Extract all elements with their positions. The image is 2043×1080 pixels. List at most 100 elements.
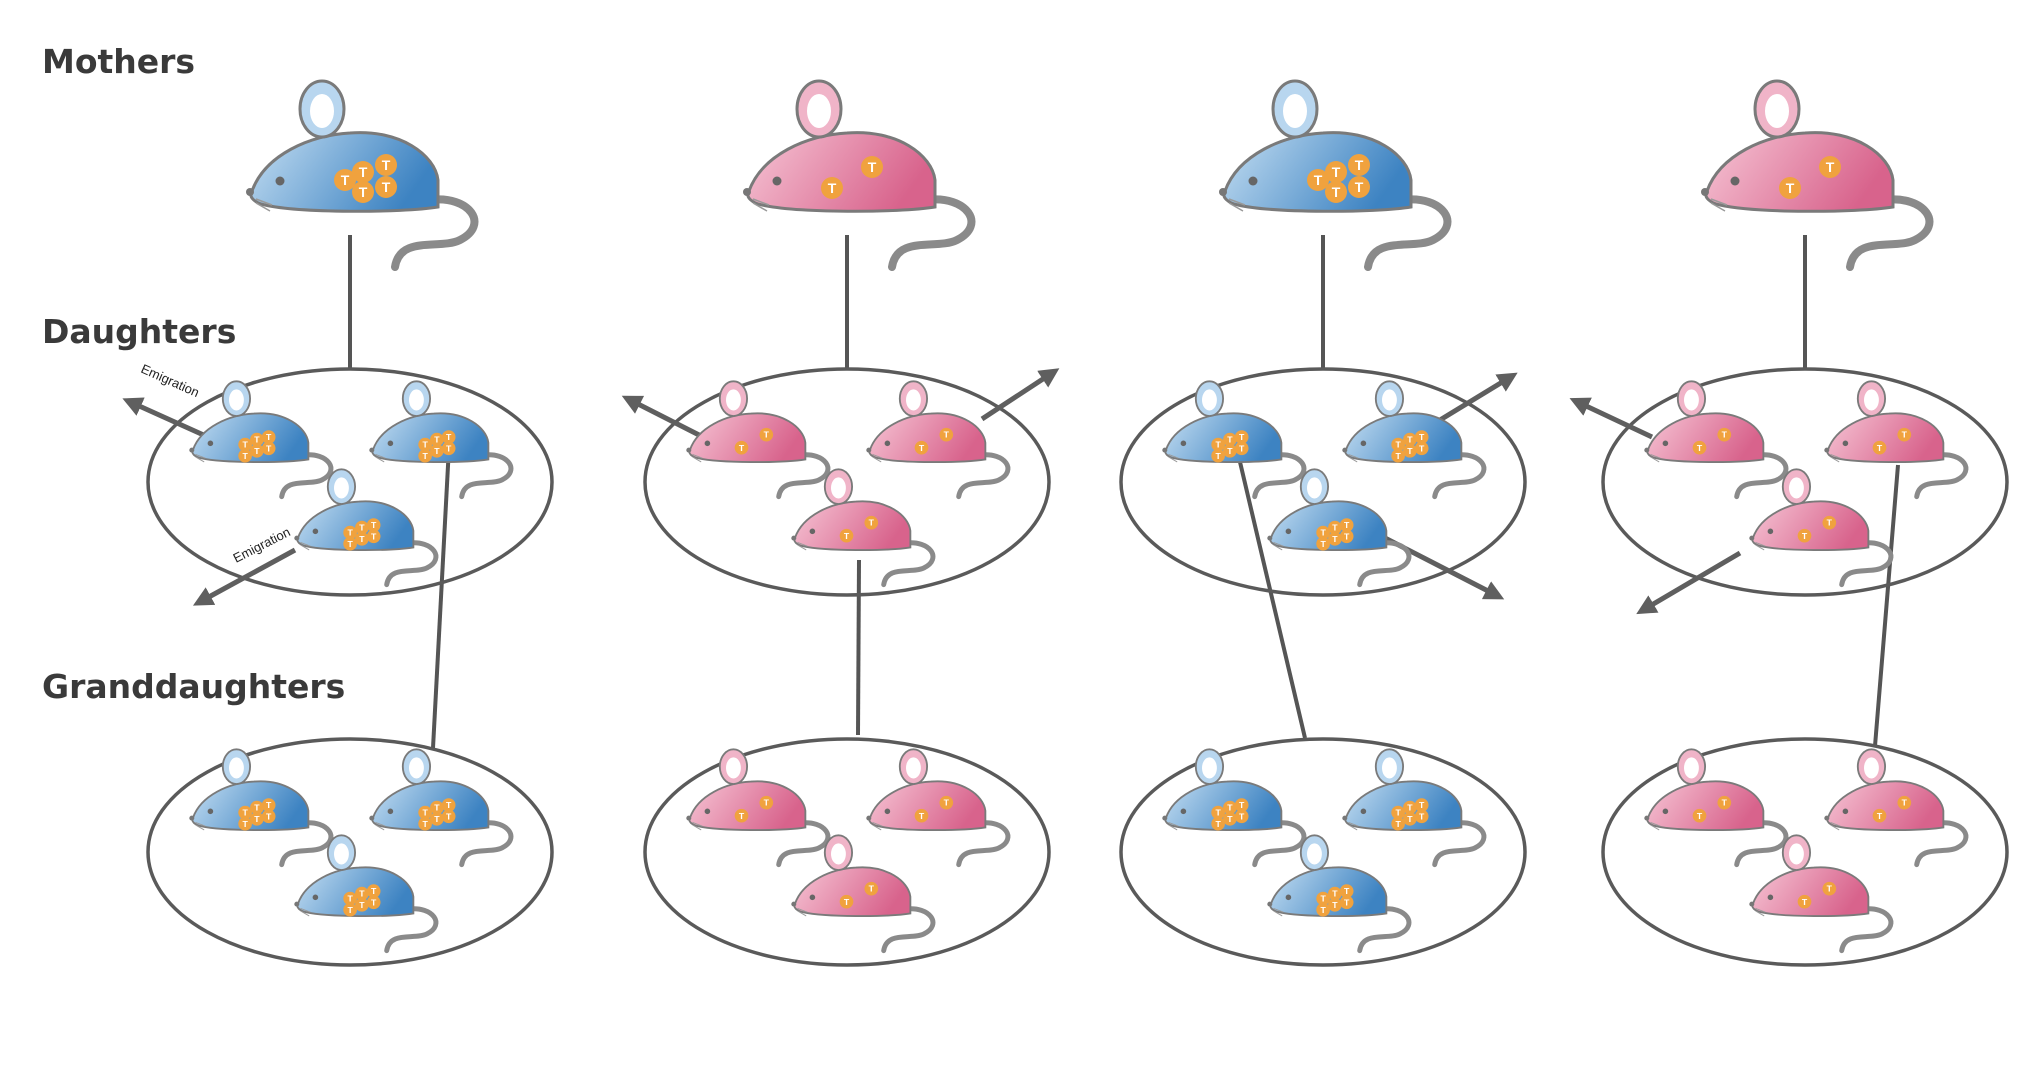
badge-t: T (1391, 805, 1405, 820)
svg-text:T: T (242, 440, 248, 450)
badge-t: T (1339, 529, 1354, 544)
badge-t: T (343, 902, 357, 917)
svg-text:T: T (359, 889, 365, 899)
mouse-nose (294, 901, 300, 907)
emigration-label: Emigration (231, 524, 293, 566)
svg-text:T: T (382, 157, 391, 173)
badge-t: T (914, 808, 929, 823)
svg-text:T: T (1826, 159, 1835, 175)
mouse-nose (1644, 447, 1650, 453)
mouse-ear-inner (1382, 757, 1397, 779)
badge-t: T (343, 536, 357, 551)
mouse-nose (1824, 815, 1830, 821)
svg-text:T: T (1407, 803, 1413, 813)
badge-t: T (1822, 881, 1837, 896)
mouse-nose (189, 447, 195, 453)
mouse-ear-inner (229, 389, 244, 411)
badge-t: T (1897, 795, 1912, 810)
tail (1252, 452, 1307, 500)
mouse-ear-inner (807, 94, 831, 128)
mouse-ear-inner (409, 757, 424, 779)
badge-t: T (839, 528, 854, 543)
svg-text:T: T (1320, 905, 1326, 915)
daughters-group (1119, 367, 1527, 597)
svg-text:T: T (1419, 432, 1425, 442)
svg-text:T: T (944, 798, 950, 808)
svg-text:T: T (1419, 800, 1425, 810)
badge-t: T (261, 798, 276, 812)
mouse-nose (246, 188, 254, 196)
badge-t: T (430, 443, 444, 458)
mouse-body (746, 131, 937, 213)
svg-text:T: T (1419, 811, 1425, 821)
badge-t: T (1234, 809, 1249, 824)
tail (1734, 452, 1789, 500)
mouse-eye (387, 440, 394, 447)
badge-t: T (1692, 808, 1707, 823)
badge-t: T (1872, 440, 1887, 455)
mouse-nose (1162, 815, 1168, 821)
mouse-body (1826, 412, 1945, 464)
svg-text:T: T (371, 531, 377, 541)
daughter-mouse: TT (1644, 380, 1789, 500)
svg-text:T: T (1827, 518, 1833, 528)
badge-t: T (250, 443, 264, 458)
svg-text:T: T (266, 811, 272, 821)
svg-text:T: T (1215, 451, 1221, 461)
whiskers (692, 454, 703, 463)
badge-t: T (238, 805, 252, 820)
svg-text:T: T (1320, 894, 1326, 904)
svg-text:T: T (347, 528, 353, 538)
svg-text:T: T (739, 443, 745, 453)
mouse-body (868, 780, 987, 832)
daughters-group (146, 367, 554, 597)
mouse-eye (207, 440, 214, 447)
badge-t: T (1328, 897, 1342, 912)
mouse-nose (369, 447, 375, 453)
svg-text:T: T (1877, 443, 1883, 453)
mouse-eye (809, 894, 816, 901)
svg-text:T: T (1395, 819, 1401, 829)
whiskers (300, 542, 311, 551)
badge-t: T (759, 795, 774, 810)
granddaughter-mouse: TT (1644, 748, 1789, 868)
badge-t: T (1316, 891, 1330, 906)
badge-t: T (1328, 531, 1342, 546)
whiskers (1168, 822, 1179, 831)
mouse-nose (1749, 901, 1755, 907)
row-label-mothers: Mothers (42, 42, 196, 81)
svg-text:T: T (371, 897, 377, 907)
granddaughters-group (1601, 737, 2009, 967)
badge-t: T (1822, 515, 1837, 530)
mouse-body (793, 500, 912, 552)
mouse-eye (1285, 528, 1292, 535)
badge-t: T (238, 437, 252, 452)
mouse-ear-inner (1789, 477, 1804, 499)
daughter-mouse: TT (791, 468, 936, 588)
mouse-nose (1267, 901, 1273, 907)
whiskers (1273, 542, 1284, 551)
whiskers (375, 822, 386, 831)
badge-t: T (1316, 536, 1330, 551)
svg-text:T: T (764, 430, 770, 440)
mouse-ear-inner (1202, 389, 1217, 411)
svg-text:T: T (869, 518, 875, 528)
mouse-eye (1730, 176, 1740, 186)
badge-t: T (1234, 798, 1249, 812)
badge-t: T (1316, 902, 1330, 917)
svg-text:T: T (1314, 172, 1323, 188)
tail (459, 820, 514, 868)
svg-text:T: T (919, 443, 925, 453)
badge-t: T (1819, 156, 1841, 178)
badge-t: T (1797, 528, 1812, 543)
mouse-eye (884, 808, 891, 815)
svg-text:T: T (434, 446, 440, 456)
mouse-nose (1342, 447, 1348, 453)
svg-text:T: T (1239, 443, 1245, 453)
svg-text:T: T (359, 164, 368, 180)
mouse-body (688, 780, 807, 832)
